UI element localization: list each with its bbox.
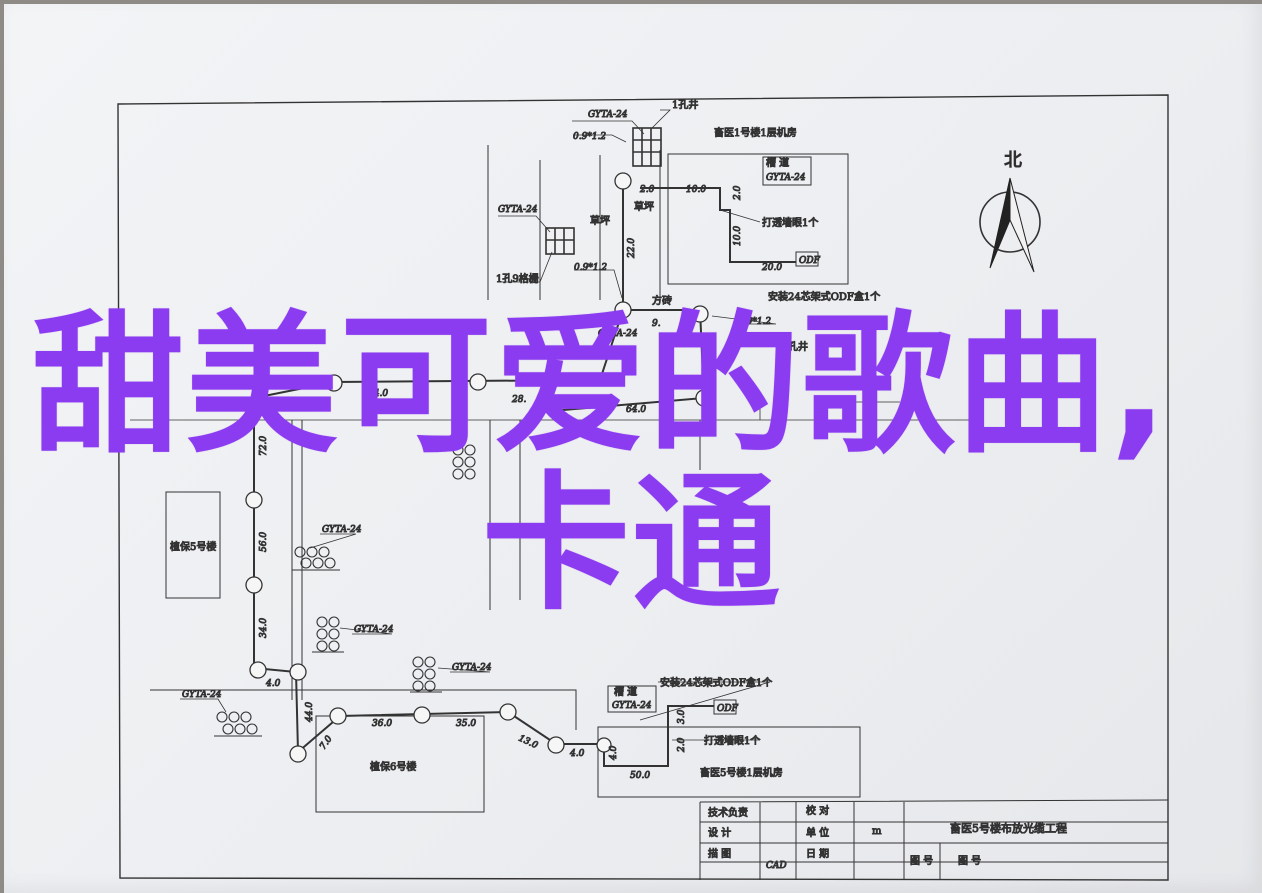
grass-label-1: 草坪 xyxy=(590,214,610,227)
duct-bottom-gyta: GYTA-24 xyxy=(612,701,652,711)
dim-label-4v: 4.0 xyxy=(609,745,619,761)
dim-label-09b: 0.9*1.2 xyxy=(574,263,607,273)
gyta-label-1: GYTA-24 xyxy=(588,110,628,120)
dim-label-56: 56.0 xyxy=(259,532,269,552)
wall-top-label: 打透墙眼1个 xyxy=(762,216,818,229)
odf-box-top xyxy=(795,251,819,267)
well-label-1: 1孔井 xyxy=(672,98,698,111)
manholes xyxy=(245,172,713,763)
building-left xyxy=(165,491,221,599)
dim-label-9: 9. xyxy=(652,319,661,329)
duct-box-bottom xyxy=(607,685,657,713)
gyta-label-4: GYTA-24 xyxy=(322,525,362,535)
title-block xyxy=(699,799,1169,880)
dim-label-36: 36.0 xyxy=(372,719,392,729)
dim-label-100: 10.0 xyxy=(686,185,706,195)
paper-sheet: 北 畜医1号楼1层机房 畜医5号楼1层机房 植保5号楼 植保6号楼 GYTA-2… xyxy=(4,4,1262,893)
tb-figure-no: 图 号 xyxy=(910,855,933,867)
dim-label-4a: 4.0 xyxy=(265,679,281,689)
duct-top-label: 槽 道 xyxy=(766,156,789,169)
dim-label-7: 7.0 xyxy=(318,734,335,752)
building-left-label: 植保5号楼 xyxy=(170,540,216,553)
wall-bottom-label: 打透墙眼1个 xyxy=(704,734,760,747)
tb-cad: CAD xyxy=(766,861,787,871)
cable-rack-top xyxy=(632,127,662,167)
dim-label-500: 50.0 xyxy=(630,771,650,781)
dim-label-10v: 10.0 xyxy=(733,226,743,246)
tb-unit-value: m xyxy=(872,826,882,837)
gyta-label-6: GYTA-24 xyxy=(452,663,492,673)
dim-label-72: 72.0 xyxy=(259,436,269,456)
gyta-label-7: GYTA-24 xyxy=(182,690,222,700)
engineering-drawing: 北 畜医1号楼1层机房 畜医5号楼1层机房 植保5号楼 植保6号楼 GYTA-2… xyxy=(117,94,1169,881)
gyta-label-5: GYTA-24 xyxy=(354,625,394,635)
dim-label-20: 2.0 xyxy=(639,185,655,195)
well-label-2: 孔井 xyxy=(788,340,808,353)
dim-label-64: 64.0 xyxy=(626,405,646,415)
dim-label-220: 22.0 xyxy=(627,238,637,259)
odf-top-label: ODF xyxy=(799,256,821,266)
tb-date: 日 期 xyxy=(806,848,829,860)
dim-label-28: 28. xyxy=(511,395,526,405)
pipe-bundles xyxy=(214,444,476,737)
overlay-title-line-1: 甜美可爱的歌曲, xyxy=(32,297,1170,474)
odf-top-install: 安装24芯架式ODF盒1个 xyxy=(768,290,880,303)
dim-label-4b: 4.0 xyxy=(569,749,585,759)
odf-bottom-install: 安装24芯架式ODF盒1个 xyxy=(660,676,772,689)
odf-bottom-label: ODF xyxy=(717,704,739,714)
tb-design: 设 计 xyxy=(708,826,731,839)
room-top-right-label: 畜医1号楼1层机房 xyxy=(714,126,797,139)
tb-check: 校 对 xyxy=(806,804,829,817)
duct-box-top xyxy=(762,156,812,186)
dim-label-2v: 2.0 xyxy=(733,185,743,201)
leader-lines xyxy=(180,109,777,741)
duct-bottom-label: 槽 道 xyxy=(614,685,637,698)
tb-project: 畜医5号楼布放光缆工程 xyxy=(950,821,1067,835)
tb-draw: 描 图 xyxy=(708,847,731,860)
building-bottom-left-label: 植保6号楼 xyxy=(370,760,416,773)
dim-label-44b: 44.0 xyxy=(305,702,315,723)
dim-label-09c: 0.9*1.2 xyxy=(738,317,771,327)
tb-figure-no-2: 图 号 xyxy=(958,855,981,867)
dim-label-20b: 2.0 xyxy=(677,737,687,753)
room-top-right xyxy=(667,153,849,285)
grass-label-2: 草坪 xyxy=(634,200,654,213)
building-wall-lines xyxy=(130,401,980,421)
building-bottom-left xyxy=(315,715,485,813)
dim-label-30: 3.0 xyxy=(677,709,687,724)
dim-label-34: 34.0 xyxy=(259,618,269,638)
north-arrow-icon xyxy=(979,177,1041,273)
dim-label-35: 35.0 xyxy=(456,719,476,729)
duct-top-gyta: GYTA-24 xyxy=(766,173,806,183)
dim-label-13: 13.0 xyxy=(517,734,540,752)
room-bottom-right xyxy=(597,726,861,798)
gyta-label-3: GYTA-24 xyxy=(598,329,638,339)
dim-label-09a: 0.9*1.2 xyxy=(573,132,606,142)
dim-label-44: 44.0 xyxy=(367,389,388,399)
tb-unit: 单 位 xyxy=(806,826,829,839)
tb-tech-lead: 技术负责 xyxy=(708,806,748,819)
north-label: 北 xyxy=(1004,150,1022,171)
well9-label: 1孔9格栅 xyxy=(496,272,539,285)
gyta-label-2: GYTA-24 xyxy=(498,205,538,215)
overlay-title-line-2: 卡通 xyxy=(482,458,782,630)
room-bottom-right-label: 畜医5号楼1层机房 xyxy=(700,766,783,779)
brick-label: 方砖 xyxy=(652,294,672,307)
drawing-border xyxy=(117,94,1169,881)
dim-label-200: 20.0 xyxy=(761,263,782,273)
cable-rack-mid xyxy=(545,227,575,255)
